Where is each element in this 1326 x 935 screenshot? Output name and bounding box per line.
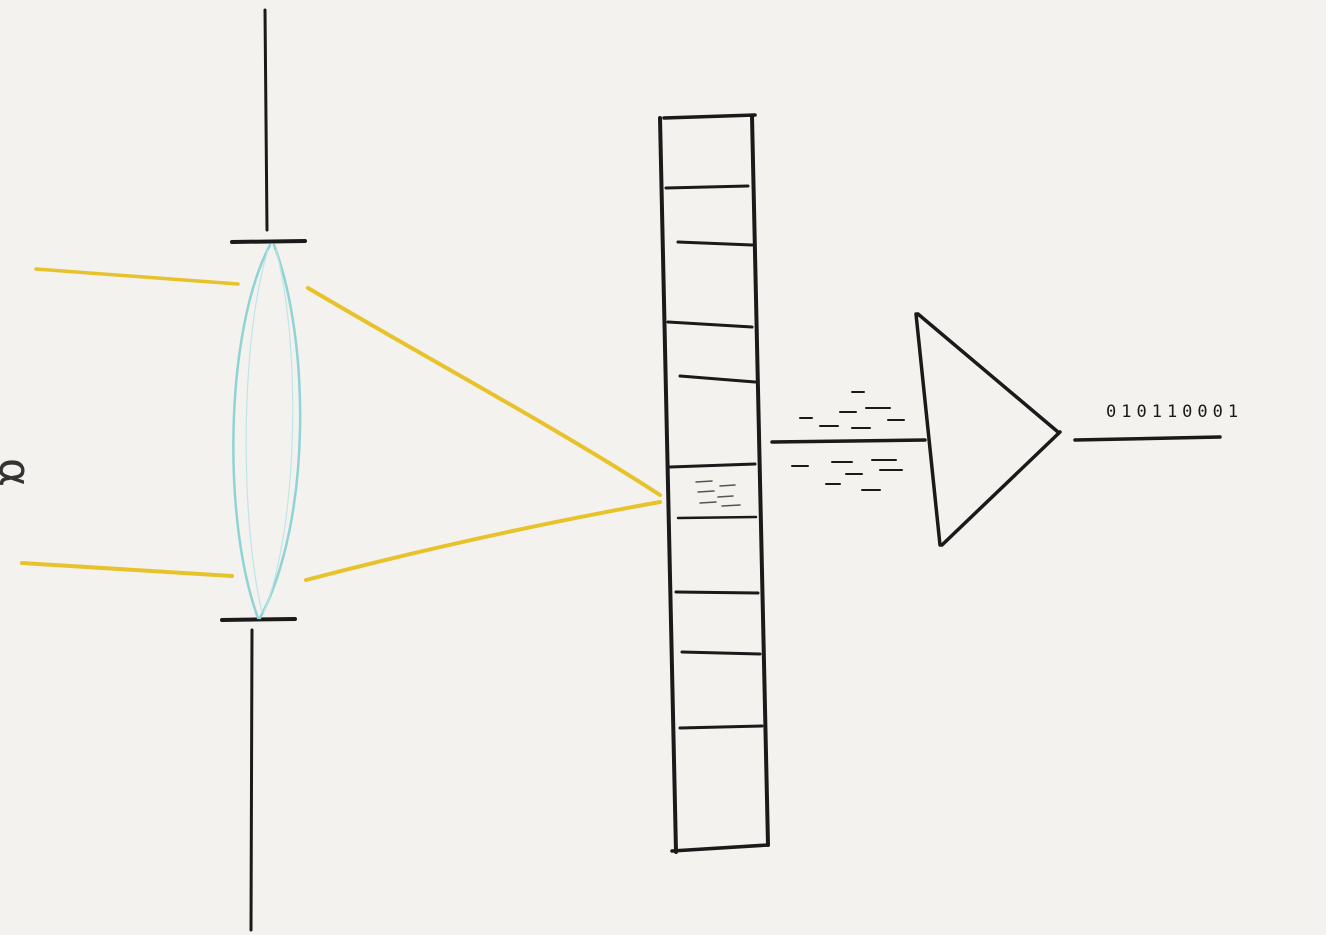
light-rays: [22, 269, 660, 580]
edge-glyph-fragment: α: [0, 458, 40, 487]
lens-icon: [233, 245, 300, 618]
sensor-array: [660, 115, 768, 852]
signal-lines: [772, 392, 925, 490]
amplifier-triangle-icon: [916, 314, 1060, 545]
output-bits: 010110001: [1106, 402, 1243, 422]
digital-output: 010110001: [1075, 402, 1243, 440]
